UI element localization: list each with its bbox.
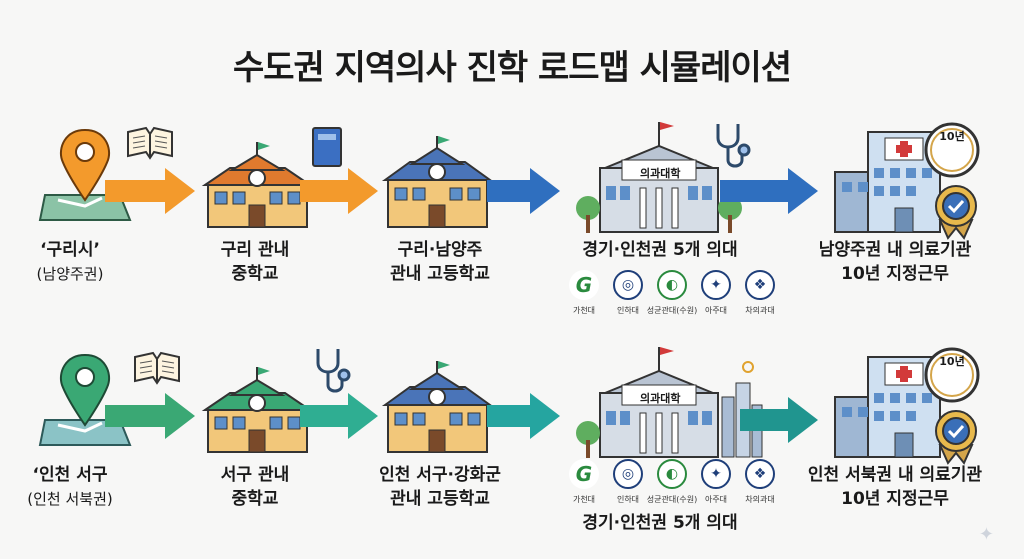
university-name: 차의과대 [745, 306, 775, 315]
stage-2-line-2: 중학교 [231, 489, 279, 509]
stage-3-label: 구리·남양주 관내 고등학교 [370, 238, 510, 286]
inha-logo-icon: ◎ [613, 459, 643, 489]
award-badge-icon [935, 410, 977, 465]
arrow-teal-3 [740, 397, 818, 443]
stage-3-line-2: 관내 고등학교 [390, 264, 490, 284]
medical-school-sign: 의과대학 [640, 392, 681, 405]
gachon-logo-icon: G [569, 270, 599, 300]
skku-logo-icon: ◐ [657, 270, 687, 300]
page-title: 수도권 지역의사 진학 로드맵 시뮬레이션 [232, 48, 792, 88]
medical-school-sign: 의과대학 [640, 167, 681, 180]
stage-4-label: 경기·인천권 5개 의대 [565, 511, 755, 535]
university-name: 성균관대(수원) [646, 306, 698, 315]
cha-logo-icon: ❖ [745, 459, 775, 489]
cha-logo-icon: ❖ [745, 270, 775, 300]
arrow-orange-2 [300, 168, 378, 214]
stage-4-line-1: 경기·인천권 5개 의대 [582, 240, 738, 260]
university-logo: ◎ 인하대 [609, 459, 647, 505]
university-logo: ◐ 성균관대(수원) [647, 270, 697, 316]
university-name: 아주대 [704, 306, 728, 315]
arrow-blue-2 [720, 168, 818, 214]
clock-icon [924, 347, 980, 403]
stage-5-line-2: 10년 지정근무 [841, 489, 949, 509]
row-1-illustrations [38, 122, 980, 240]
university-logo: ✦ 아주대 [697, 459, 735, 505]
stage-3-line-2: 관내 고등학교 [390, 489, 490, 509]
arrow-orange-1 [105, 168, 195, 214]
location-pin-icon [38, 128, 132, 221]
stage-1-label: ‘인천 서구 (인천 서북권) [15, 463, 125, 511]
university-name: 인하대 [616, 306, 640, 315]
ajou-logo-icon: ✦ [701, 459, 731, 489]
stage-2-label: 구리 관내 중학교 [195, 238, 315, 286]
clock-text: 10년 [939, 355, 965, 368]
stage-2-line-1: 구리 관내 [220, 240, 290, 260]
stage-1-line-1: ‘구리시’ [40, 240, 100, 260]
arrow-teal-2 [487, 393, 560, 439]
roadmap-row-2: 10년 의과대학 ‘인천 서구 (인천 서북권) 서구 관내 중학교 인천 서구… [0, 335, 1024, 559]
roadmap-row-1: 10년 의과대학 ‘구리시’ (남양주권) 구리 관내 중학교 구리·남양주 관… [0, 110, 1024, 360]
high-school-icon [381, 361, 494, 453]
hospital-icon [834, 356, 941, 458]
award-badge-icon [935, 185, 977, 240]
ajou-logo-icon: ✦ [701, 270, 731, 300]
location-pin-icon [38, 353, 132, 446]
university-name: 가천대 [572, 495, 596, 504]
stage-3-line-1: 구리·남양주 [397, 240, 483, 260]
middle-school-icon [201, 142, 314, 228]
skku-logo-icon: ◐ [657, 459, 687, 489]
gachon-logo-icon: G [569, 459, 599, 489]
middle-school-icon [201, 367, 314, 453]
university-name: 인하대 [616, 495, 640, 504]
stage-1-line-2: (인천 서북권) [27, 490, 113, 508]
university-logo: G 가천대 [565, 459, 603, 505]
stage-4-line-1: 경기·인천권 5개 의대 [582, 513, 738, 533]
sparkle-icon: ✦ [978, 524, 994, 545]
stage-4-label: 경기·인천권 5개 의대 [565, 238, 755, 262]
clock-text: 10년 [939, 130, 965, 143]
blue-book-icon [312, 127, 342, 167]
row-2-illustrations [38, 347, 980, 465]
clock-icon [924, 122, 980, 178]
stage-2-line-2: 중학교 [231, 264, 279, 284]
stage-5-line-1: 남양주권 내 의료기관 [818, 240, 972, 260]
stage-5-label: 남양주권 내 의료기관 10년 지정근무 [790, 238, 1000, 286]
open-book-icon [134, 351, 180, 385]
university-logo: ◐ 성균관대(수원) [647, 459, 697, 505]
stage-3-label: 인천 서구·강화군 관내 고등학교 [360, 463, 520, 511]
stage-5-label: 인천 서북권 내 의료기관 10년 지정근무 [785, 463, 1005, 511]
arrow-teal-1 [300, 393, 378, 439]
university-name: 아주대 [704, 495, 728, 504]
stage-2-label: 서구 관내 중학교 [195, 463, 315, 511]
university-logo: ❖ 차의과대 [741, 459, 779, 505]
stage-1-line-2: (남양주권) [36, 265, 104, 283]
stage-2-line-1: 서구 관내 [220, 465, 290, 485]
arrow-blue-1 [487, 168, 560, 214]
stage-1-line-1: ‘인천 서구 [32, 465, 108, 485]
university-logos: G 가천대 ◎ 인하대 ◐ 성균관대(수원) ✦ 아주대 ❖ 차의과대 [565, 459, 779, 505]
inha-logo-icon: ◎ [613, 270, 643, 300]
university-logos: G 가천대 ◎ 인하대 ◐ 성균관대(수원) ✦ 아주대 ❖ 차의과대 [565, 270, 779, 316]
stage-5-line-2: 10년 지정근무 [841, 264, 949, 284]
stage-5-line-1: 인천 서북권 내 의료기관 [807, 465, 983, 485]
university-name: 가천대 [572, 306, 596, 315]
high-school-icon [381, 136, 494, 228]
medical-school-icon [576, 347, 719, 458]
medical-school-icon [576, 122, 742, 233]
university-logo: ◎ 인하대 [609, 270, 647, 316]
arrow-green-1 [105, 393, 195, 439]
stage-3-line-1: 인천 서구·강화군 [379, 465, 501, 485]
hospital-icon [834, 131, 941, 233]
university-logo: ❖ 차의과대 [741, 270, 779, 316]
open-book-icon [127, 126, 173, 160]
stethoscope-icon [716, 124, 751, 168]
stage-1-label: ‘구리시’ (남양주권) [15, 238, 125, 286]
university-name: 차의과대 [745, 495, 775, 504]
university-logo: G 가천대 [565, 270, 603, 316]
university-name: 성균관대(수원) [646, 495, 698, 504]
university-logo: ✦ 아주대 [697, 270, 735, 316]
stethoscope-icon [316, 349, 351, 393]
